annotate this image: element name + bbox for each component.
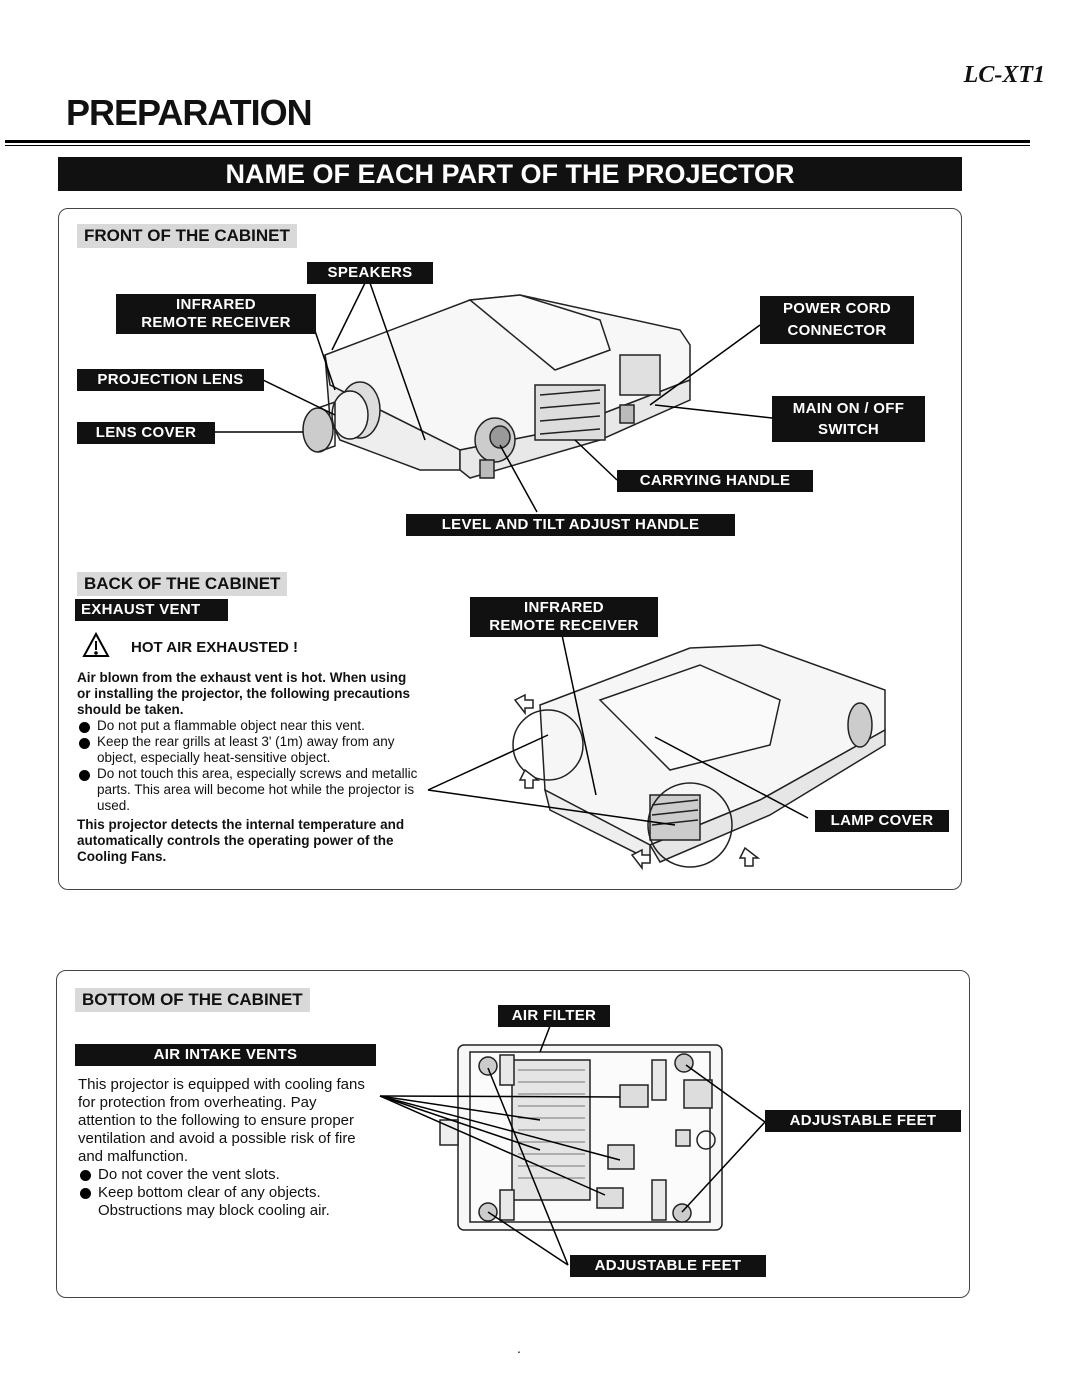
label-carrying-handle: CARRYING HANDLE [617,470,813,492]
label-lens-cover: LENS COVER [77,422,215,444]
label-level-tilt-handle: LEVEL AND TILT ADJUST HANDLE [406,514,735,536]
label-lamp-cover: LAMP COVER [815,810,949,832]
footer-mark: . [517,1340,521,1356]
warning-triangle-icon [82,631,110,657]
label-air-filter: AIR FILTER [498,1005,610,1027]
label-power-cord-line1: POWER CORD [783,300,891,317]
label-infrared-front: INFRARED REMOTE RECEIVER [116,294,316,334]
warning-title: HOT AIR EXHAUSTED ! [131,639,298,656]
label-infrared-front-line2: REMOTE RECEIVER [141,314,291,331]
front-leader-lines [215,282,773,513]
model-name: LC-XT1 [963,62,1045,88]
label-main-switch-line1: MAIN ON / OFF [792,400,905,417]
warning-bullet: Do not put a flammable object near this … [77,718,422,734]
label-adjustable-feet-bottom: ADJUSTABLE FEET [570,1255,766,1277]
exhaust-warning-text: Air blown from the exhaust vent is hot. … [77,670,422,865]
section-banner: NAME OF EACH PART OF THE PROJECTOR [58,157,962,191]
title-rule-thin [5,145,1030,146]
front-heading: FRONT OF THE CABINET [77,224,297,248]
label-exhaust-vent: EXHAUST VENT [75,599,228,621]
warning-bullet: Keep the rear grills at least 3' (1m) aw… [77,734,422,766]
title-rule [5,140,1030,143]
warning-bullet: Do not touch this area, especially screw… [77,766,422,814]
label-power-cord: POWER CORD CONNECTOR [760,296,914,344]
label-infrared-back: INFRARED REMOTE RECEIVER [470,597,658,637]
warning-intro: Air blown from the exhaust vent is hot. … [77,670,411,717]
airflow-arrows [513,693,761,871]
label-main-switch-line2: SWITCH [818,421,879,438]
back-heading: BACK OF THE CABINET [77,572,288,596]
intake-paragraph: This projector is equipped with cooling … [78,1076,365,1165]
bottom-heading: BOTTOM OF THE CABINET [75,988,310,1012]
label-infrared-back-line2: REMOTE RECEIVER [489,617,639,634]
label-infrared-back-line1: INFRARED [524,599,604,616]
back-projector-drawing [512,644,886,868]
label-power-cord-line2: CONNECTOR [787,322,887,339]
air-intake-title: AIR INTAKE VENTS [75,1044,376,1066]
page-title: PREPARATION [66,92,313,133]
label-projection-lens: PROJECTION LENS [77,369,264,391]
front-projector-drawing [302,294,691,479]
bottom-leader-lines [379,1025,766,1266]
label-infrared-front-line1: INFRARED [176,296,256,313]
air-intake-text: This projector is equipped with cooling … [78,1076,376,1220]
warning-closing: This projector detects the internal temp… [77,817,405,864]
intake-bullet: Keep bottom clear of any objects. Obstru… [78,1184,376,1220]
label-adjustable-feet-right: ADJUSTABLE FEET [765,1110,961,1132]
bottom-projector-drawing [439,1044,723,1231]
label-speakers: SPEAKERS [307,262,433,284]
intake-bullet: Do not cover the vent slots. [78,1166,376,1184]
label-main-switch: MAIN ON / OFF SWITCH [772,396,925,442]
back-leader-lines [427,634,809,826]
